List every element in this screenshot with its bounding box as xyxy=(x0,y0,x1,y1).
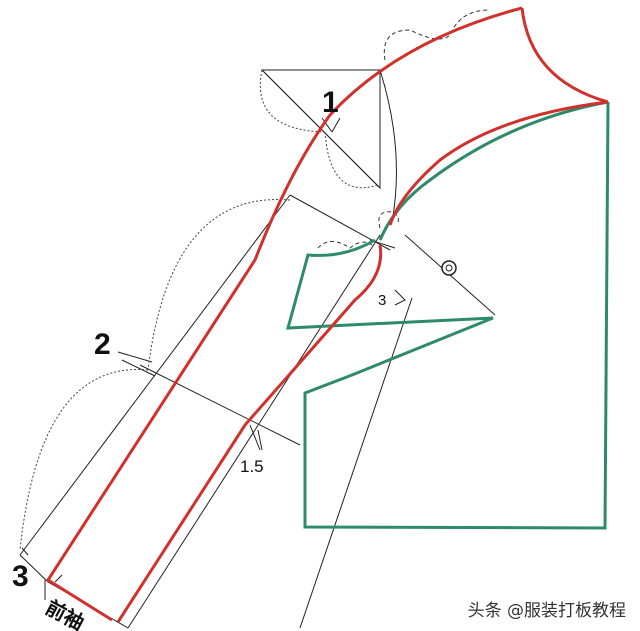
notch-symbol-icon xyxy=(441,260,457,276)
label-2: 2 xyxy=(94,328,111,361)
pointer-1 xyxy=(321,117,341,133)
sleeve-outline xyxy=(45,6,609,623)
watermark: 头条 @服装打板教程 xyxy=(467,601,626,621)
dashed-arcs xyxy=(317,9,491,249)
label-3-small: 3 xyxy=(378,292,386,309)
pointer-2 xyxy=(117,351,156,377)
label-1: 1 xyxy=(322,86,339,119)
pointer-1-5 xyxy=(249,424,263,451)
guide-line-2 xyxy=(139,364,301,446)
guide-line-outer xyxy=(19,194,291,556)
label-1-5: 1.5 xyxy=(240,457,264,476)
dotted-arcs xyxy=(19,69,379,551)
bodice-outline xyxy=(286,100,610,530)
construction-lines xyxy=(19,69,496,629)
label-3-large: 3 xyxy=(12,560,29,593)
